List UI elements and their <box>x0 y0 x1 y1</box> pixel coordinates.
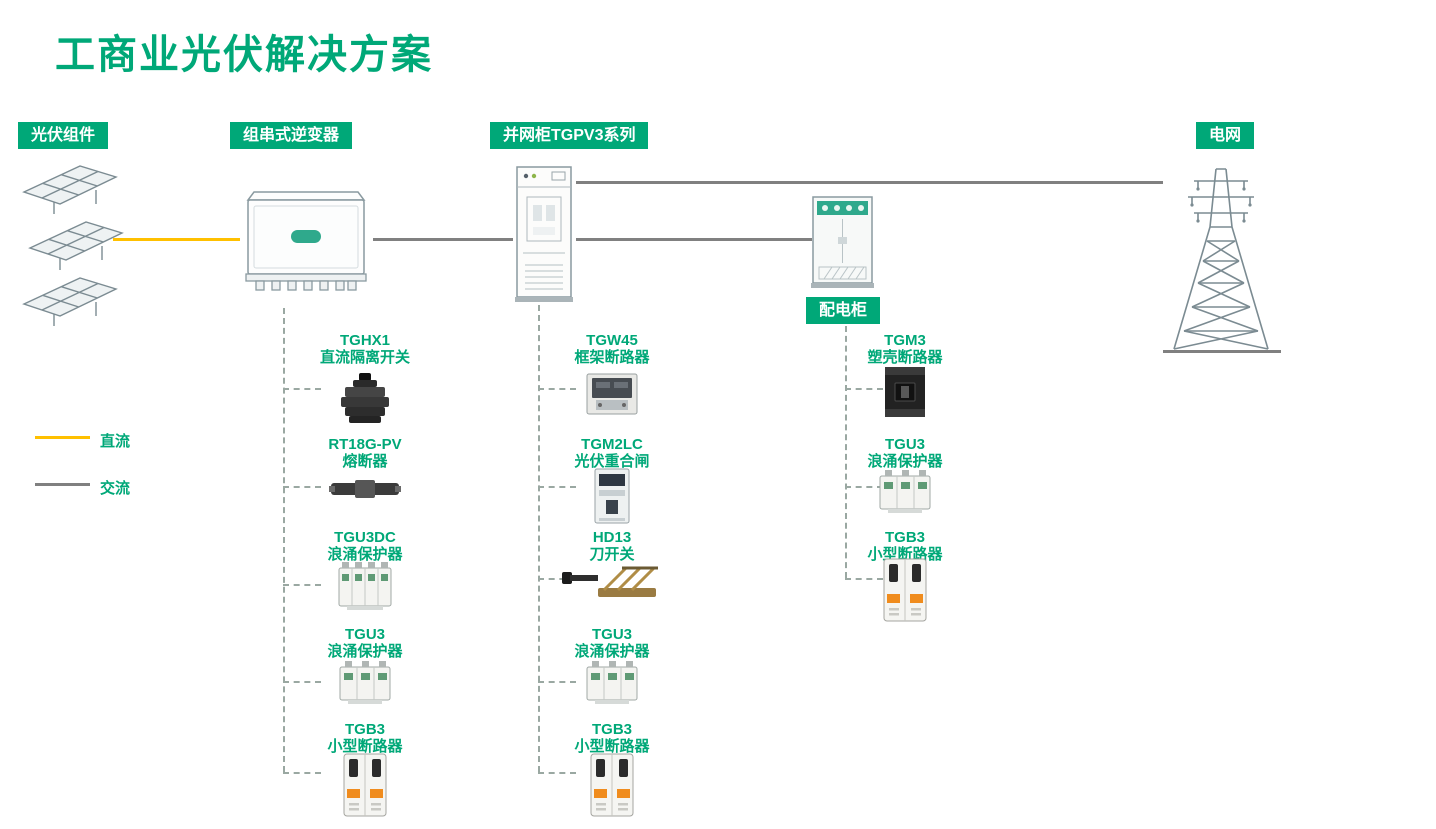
ac-line-inverter-to-cabinet <box>373 238 513 241</box>
legend-dc-line <box>35 436 90 439</box>
component-model: TGB3 <box>591 721 632 738</box>
component-tgu3: TGU3 浪涌保护器 <box>285 626 445 660</box>
component-model: RT18G-PV <box>328 436 402 453</box>
hd13-product-image <box>560 558 660 602</box>
dashed-branch <box>283 681 321 683</box>
dc-line-panels-to-inverter <box>113 238 240 241</box>
grid-cabinet-illustration <box>513 165 575 303</box>
component-desc: 浪涌保护器 <box>867 453 943 470</box>
component-model: TGW45 <box>586 332 638 349</box>
component-tgm3: TGM3 塑壳断路器 <box>825 332 985 366</box>
tgm3-product-image <box>880 365 930 419</box>
ac-line-cabinet-to-distribution <box>576 238 812 241</box>
component-model: HD13 <box>592 529 632 546</box>
tgu3dc-product-image <box>337 560 393 612</box>
component-rt18g-pv: RT18G-PV 熔断器 <box>285 436 445 470</box>
dashed-branch <box>538 772 576 774</box>
dashed-trunk-distribution-column <box>845 326 847 578</box>
component-hd13: HD13 刀开关 <box>532 529 692 563</box>
component-desc: 刀开关 <box>589 546 635 563</box>
dashed-trunk-inverter-column <box>283 308 285 772</box>
component-desc: 小型断路器 <box>574 738 650 755</box>
dashed-branch <box>538 486 576 488</box>
tgb3-product-image <box>881 556 929 624</box>
tag-grid-cabinet: 并网柜TGPV3系列 <box>490 122 649 149</box>
dashed-branch <box>845 388 883 390</box>
dashed-branch <box>845 486 883 488</box>
component-tgu3: TGU3 浪涌保护器 <box>825 436 985 470</box>
component-model: TGU3 <box>344 626 385 643</box>
transmission-tower-illustration <box>1160 163 1282 355</box>
dashed-branch <box>538 578 576 580</box>
tgu3-product-image <box>586 659 638 705</box>
component-desc: 塑壳断路器 <box>867 349 943 366</box>
component-tgu3: TGU3 浪涌保护器 <box>532 626 692 660</box>
component-model: TGU3 <box>591 626 632 643</box>
component-tgw45: TGW45 框架断路器 <box>532 332 692 366</box>
tghx1-product-image <box>337 371 393 425</box>
component-tgu3dc: TGU3DC 浪涌保护器 <box>285 529 445 563</box>
dashed-branch <box>283 772 321 774</box>
rt18g-pv-product-image <box>329 477 401 501</box>
tgu3-product-image <box>339 659 391 705</box>
string-inverter-illustration <box>238 178 373 303</box>
solar-panel-array-illustration <box>20 162 125 330</box>
component-tgb3: TGB3 小型断路器 <box>532 721 692 755</box>
distribution-cabinet-illustration <box>810 195 875 290</box>
dashed-branch <box>283 486 321 488</box>
tgw45-product-image <box>586 372 638 416</box>
component-desc: 浪涌保护器 <box>574 643 650 660</box>
tag-distribution-cabinet: 配电柜 <box>806 297 881 324</box>
legend-dc-label: 直流 <box>100 433 131 450</box>
component-desc: 熔断器 <box>342 453 388 470</box>
tag-inverter: 组串式逆变器 <box>230 122 353 149</box>
ac-line-cabinet-to-grid <box>576 181 1163 184</box>
legend-ac-line <box>35 483 90 486</box>
tgm2lc-product-image <box>593 468 631 524</box>
component-tghx1: TGHX1 直流隔离开关 <box>285 332 445 366</box>
component-tgb3: TGB3 小型断路器 <box>285 721 445 755</box>
tag-pv-modules: 光伏组件 <box>18 122 109 149</box>
tgb3-product-image <box>341 751 389 819</box>
component-model: TGM3 <box>884 332 926 349</box>
component-desc: 框架断路器 <box>574 349 650 366</box>
ground-line <box>1163 350 1281 353</box>
component-desc: 小型断路器 <box>327 738 403 755</box>
component-model: TGM2LC <box>581 436 643 453</box>
legend-ac-label: 交流 <box>100 480 131 497</box>
component-model: TGU3 <box>884 436 925 453</box>
component-desc: 直流隔离开关 <box>319 349 410 366</box>
component-model: TGHX1 <box>339 332 390 349</box>
component-tgm2lc: TGM2LC 光伏重合闸 <box>532 436 692 470</box>
tag-grid: 电网 <box>1196 122 1255 149</box>
component-desc: 浪涌保护器 <box>327 546 403 563</box>
dashed-branch <box>283 584 321 586</box>
dashed-branch <box>845 578 883 580</box>
page-title: 工商业光伏解决方案 <box>55 33 433 77</box>
component-model: TGB3 <box>884 529 925 546</box>
component-desc: 光伏重合闸 <box>574 453 650 470</box>
dashed-branch <box>538 681 576 683</box>
tgu3-product-image <box>879 468 931 514</box>
dashed-branch <box>283 388 321 390</box>
dashed-trunk-grid-cabinet-column <box>538 305 540 772</box>
dashed-branch <box>538 388 576 390</box>
component-desc: 浪涌保护器 <box>327 643 403 660</box>
component-model: TGU3DC <box>334 529 396 546</box>
component-model: TGB3 <box>344 721 385 738</box>
tgb3-product-image <box>588 751 636 819</box>
